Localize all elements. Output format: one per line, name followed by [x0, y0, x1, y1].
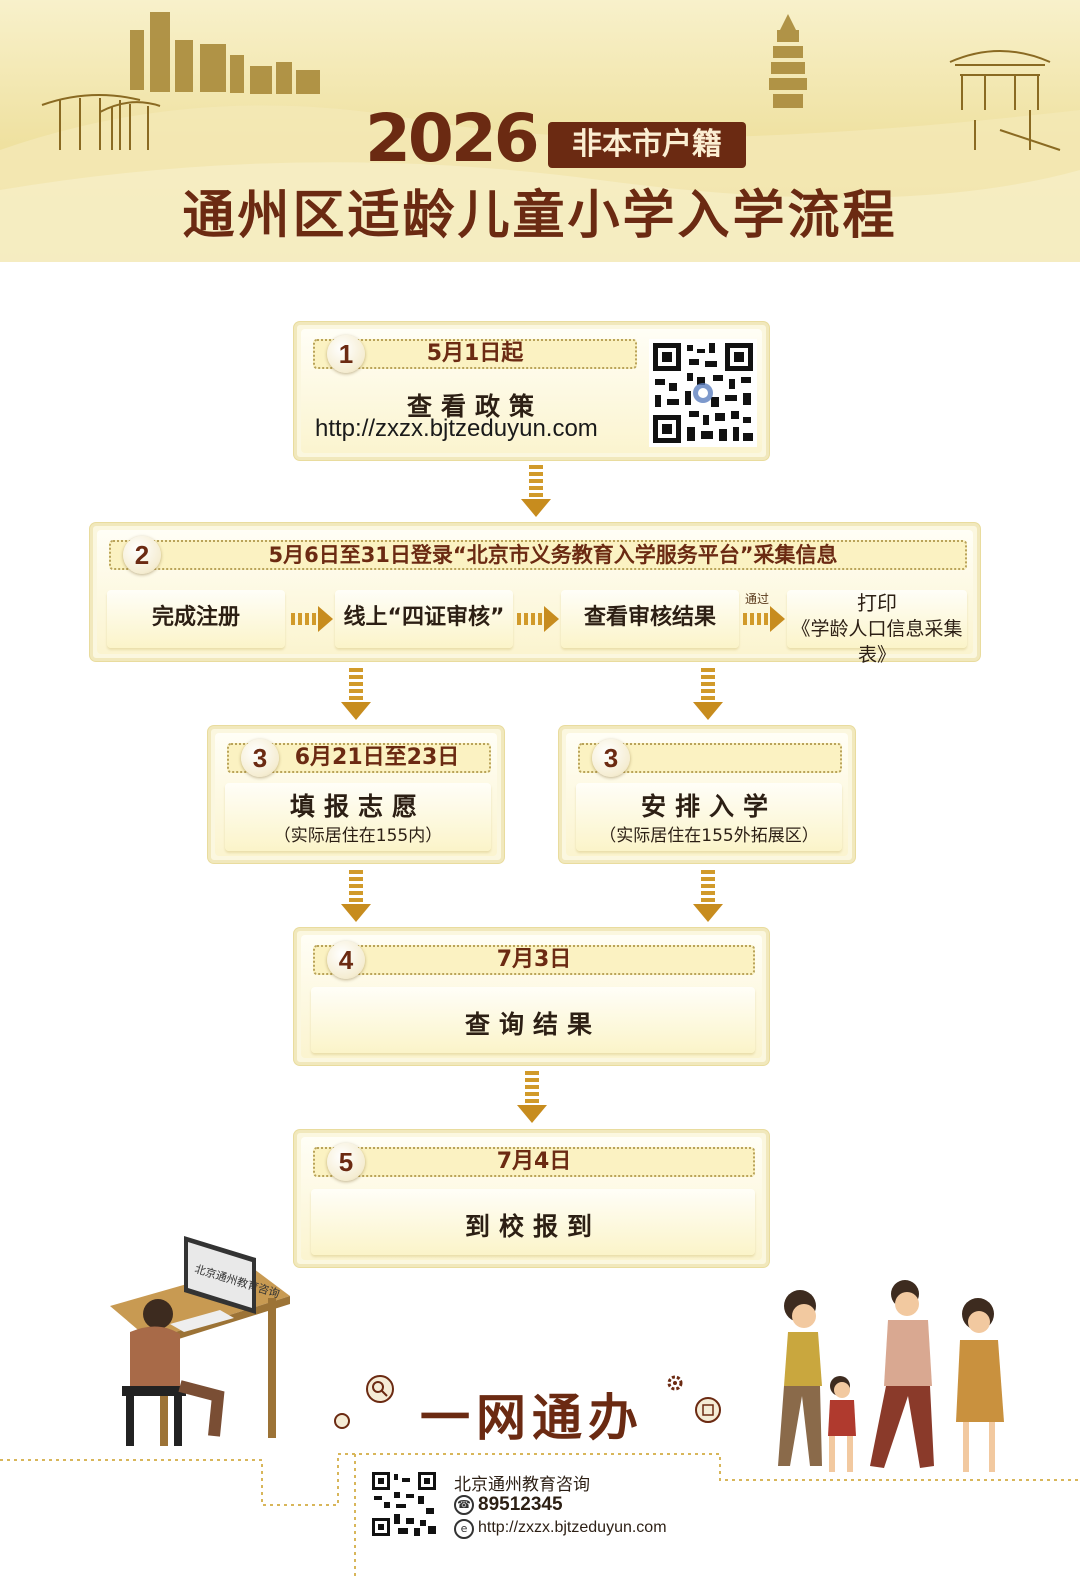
step-5-number: 5 [327, 1143, 365, 1181]
page-title: 通州区适龄儿童小学入学流程 [182, 186, 898, 246]
step-5-date-band [313, 1147, 755, 1177]
sub-step-register: 完成注册 [151, 605, 240, 630]
sub-step-print: 打印 [857, 591, 897, 615]
dot-circle-icon [334, 1413, 350, 1429]
gear-icon [667, 1375, 683, 1391]
step-3a-panel [225, 783, 491, 851]
step-5-date: 7月4日 [496, 1149, 572, 1174]
step-2-date: 5月6日至31日登录“北京市义务教育入学服务平台”采集信息 [268, 543, 838, 567]
step-1-text: 查看政策 [406, 392, 543, 421]
step-5-text: 到校报到 [464, 1212, 601, 1241]
down-arrow-icon [693, 668, 723, 720]
down-arrow-icon [693, 870, 723, 922]
step-3a-note: （实际居住在155内） [273, 826, 443, 846]
sub-step-print-panel [787, 590, 967, 648]
header-banner: 2026 非本市户籍 通州区适龄儿童小学入学流程 [0, 0, 1080, 262]
step-3-arranged-card: 3 安排入学 （实际居住在155外拓展区） [559, 726, 855, 863]
pass-label: 通过 [745, 592, 770, 606]
step-5-card: 5 7月4日 到校报到 [294, 1130, 769, 1267]
residency-tag: 非本市户籍 [548, 122, 746, 168]
sub-step-result-panel [561, 590, 739, 648]
sub-step-four-cert-review: 线上“四证审核” [343, 605, 505, 630]
person-at-computer-illustration: 北京通州教育咨询 [110, 1236, 290, 1446]
slogan: 一网通办 [420, 1389, 644, 1447]
step-3a-date: 6月21日至23日 [294, 745, 460, 770]
step-3-volunteer-card: 3 6月21日至23日 填报志愿 （实际居住在155内） [208, 726, 504, 863]
sub-step-review-panel [335, 590, 513, 648]
step-3b-text: 安排入学 [640, 792, 777, 821]
qr-code-icon[interactable] [649, 339, 757, 447]
footer-qr-code-icon[interactable] [370, 1470, 438, 1538]
step-2-card: 2 5月6日至31日登录“北京市义务教育入学服务平台”采集信息 完成注册 线上“… [90, 523, 980, 666]
footer-phone[interactable]: 89512345 [478, 1494, 563, 1515]
step-2-date-band [109, 540, 967, 570]
skyline-illustration [0, 12, 1080, 262]
sub-step-print-form: 《学龄人口信息采集表》 [791, 618, 963, 666]
web-icon: e [454, 1519, 474, 1539]
step-1-date-band [313, 339, 637, 369]
document-circle-icon [695, 1397, 721, 1423]
step-3a-text: 填报志愿 [289, 792, 426, 821]
footer-dotted-border [0, 1453, 1080, 1580]
sub-step-register-panel [107, 590, 285, 648]
step-1-number: 1 [327, 335, 365, 373]
step-3b-note: （实际居住在155外拓展区） [599, 826, 819, 846]
step-4-panel [311, 987, 755, 1053]
step-1-date: 5月1日起 [426, 341, 524, 366]
step-1-url[interactable]: http://zxzx.bjtzeduyun.com [315, 415, 598, 442]
right-arrow-icon [291, 606, 333, 632]
down-arrow-icon [341, 668, 371, 720]
right-arrow-icon [517, 606, 559, 632]
down-arrow-icon [341, 870, 371, 922]
step-2-number: 2 [123, 536, 161, 574]
step-4-card: 4 7月3日 查询结果 [294, 928, 769, 1065]
search-circle-icon [366, 1375, 394, 1403]
step-4-date: 7月3日 [496, 947, 572, 972]
step-5-panel [311, 1189, 755, 1255]
family-illustration [778, 1280, 1004, 1472]
footer-org-name: 北京通州教育咨询 [454, 1475, 590, 1495]
year-title: 2026 [365, 100, 540, 177]
footer-url[interactable]: http://zxzx.bjtzeduyun.com [478, 1519, 667, 1536]
step-3b-number: 3 [592, 739, 630, 777]
down-arrow-icon [521, 465, 551, 517]
step-4-text: 查询结果 [464, 1010, 601, 1039]
right-arrow-icon [743, 606, 785, 632]
step-3b-panel [576, 783, 842, 851]
phone-icon: ☎ [454, 1495, 474, 1515]
sub-step-view-result: 查看审核结果 [583, 605, 716, 630]
step-4-number: 4 [327, 941, 365, 979]
step-1-card: 1 5月1日起 查看政策 http://zxzx.bjtzeduyun.com [294, 322, 769, 460]
step-3a-number: 3 [241, 739, 279, 777]
down-arrow-icon [517, 1071, 547, 1123]
step-4-date-band [313, 945, 755, 975]
